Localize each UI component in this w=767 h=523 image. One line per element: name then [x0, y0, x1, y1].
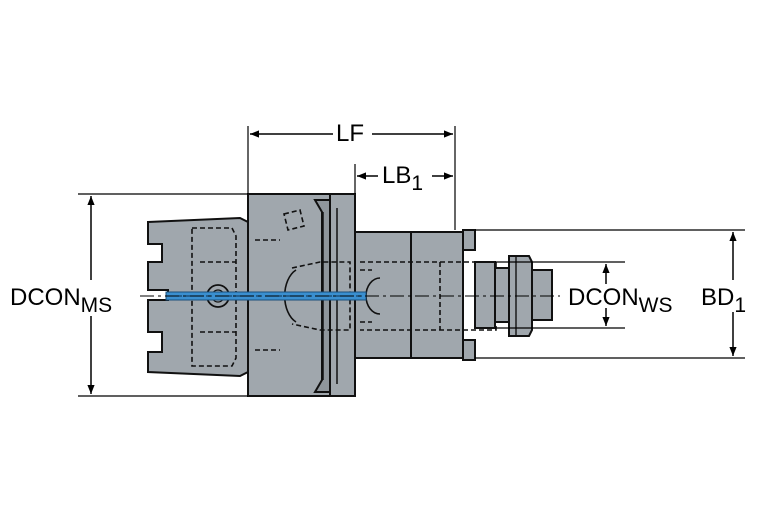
dimension-dcon-ms: [78, 193, 248, 397]
label-bd1-main: BD: [701, 284, 735, 311]
dimension-lb1: [354, 164, 453, 194]
label-dcon-ws-sub: WS: [638, 294, 673, 317]
dimension-dcon-ws: [495, 261, 625, 329]
label-dcon-ms-main: DCON: [10, 284, 81, 311]
dimension-bd1: [475, 229, 745, 359]
label-lf: LF: [336, 122, 364, 146]
label-dcon-ms: DCONMS: [10, 284, 112, 317]
front-body: [354, 229, 497, 361]
label-lb1: LB1: [382, 162, 423, 195]
label-lf-text: LF: [336, 120, 365, 147]
label-dcon-ws: DCONWS: [568, 284, 673, 317]
label-dcon-ws-main: DCON: [568, 284, 639, 311]
label-dcon-ms-sub: MS: [80, 294, 113, 317]
label-lb1-sub: 1: [411, 172, 424, 195]
label-lb1-main: LB: [382, 162, 412, 189]
flange-body: [247, 193, 356, 397]
label-bd1-sub: 1: [734, 294, 747, 317]
dimension-lf: [247, 126, 456, 230]
label-bd1: BD1: [701, 284, 746, 317]
